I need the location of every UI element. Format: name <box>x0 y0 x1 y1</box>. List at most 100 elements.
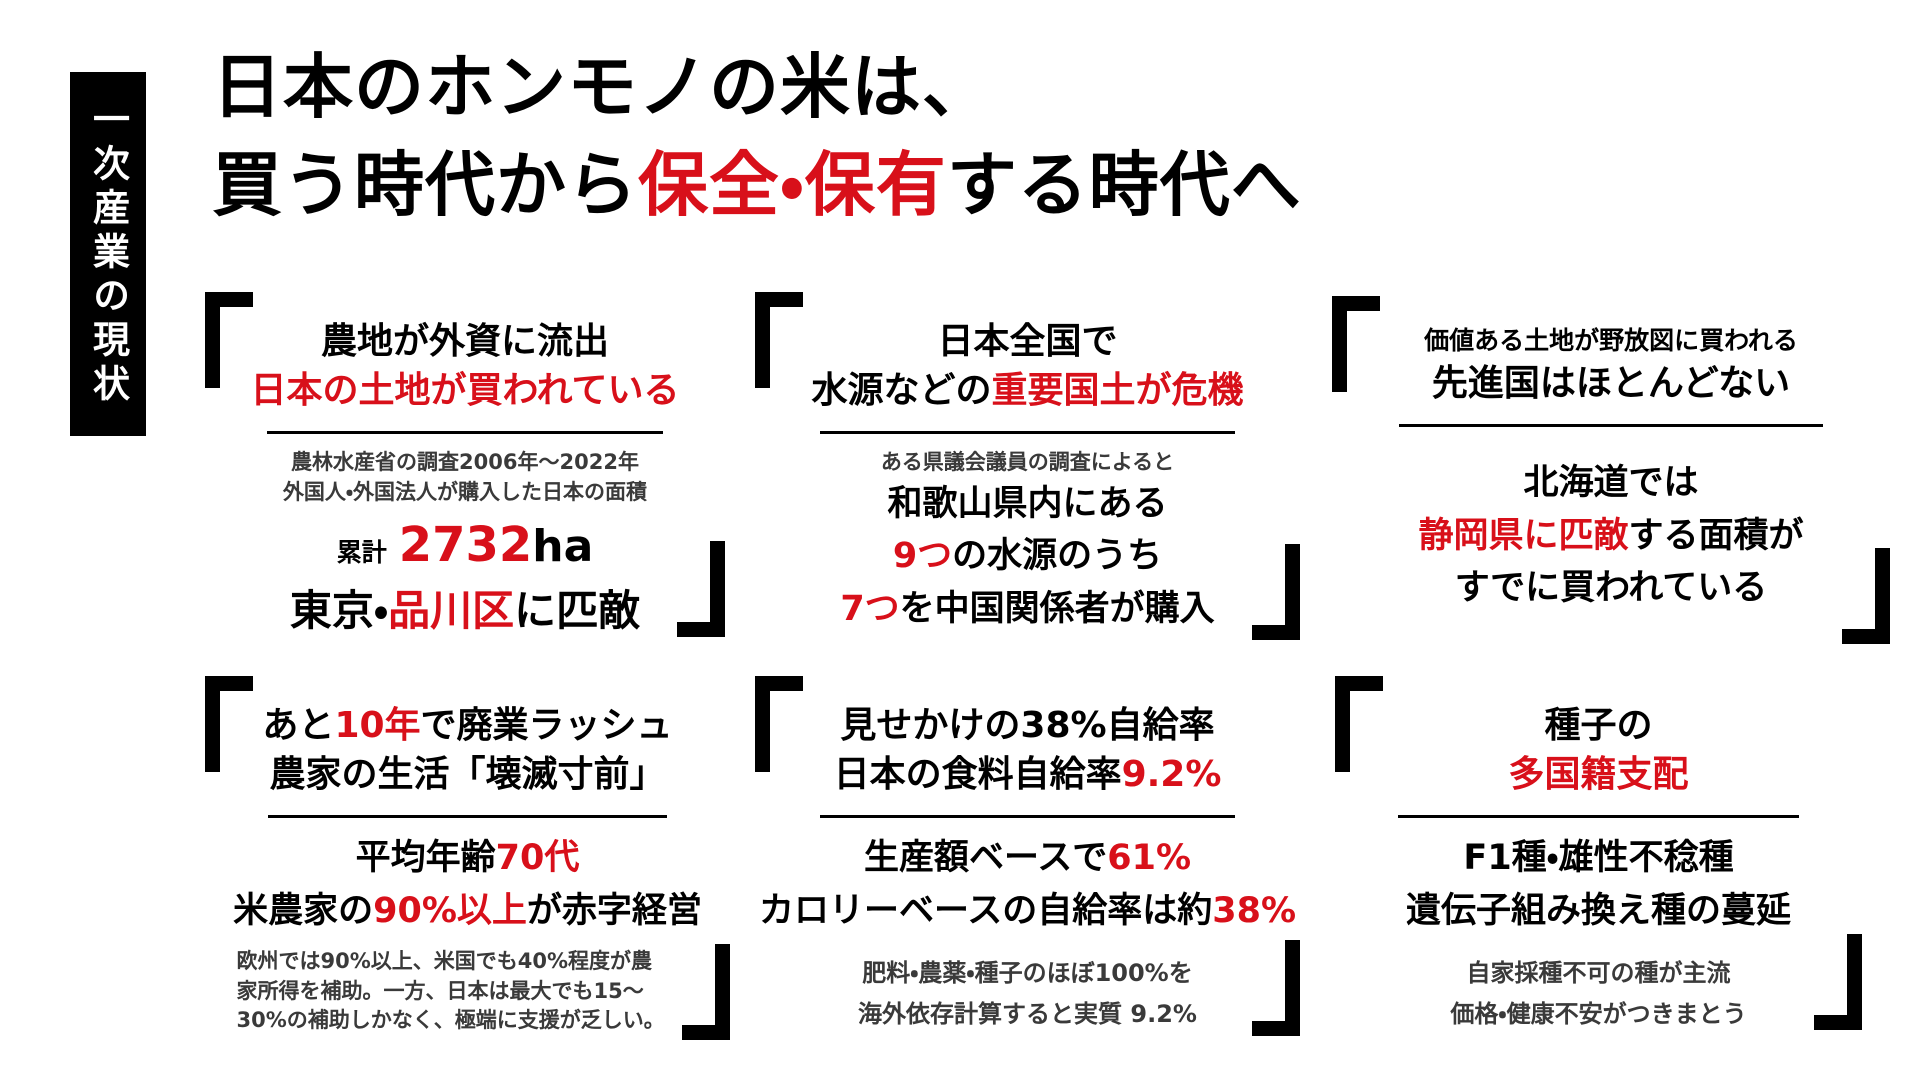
card-heading-line2: 農家の生活「壊滅寸前」 <box>269 753 666 795</box>
body-line2: 遺伝子組み換え種の蔓延 <box>1405 890 1791 931</box>
bracket-bottom-right-icon <box>1814 934 1862 1030</box>
body-line3: 7つを中国関係者が購入 <box>755 583 1300 636</box>
card-heading-line2: 水源などの重要国土が危機 <box>755 367 1300 416</box>
body-line3: すでに買われている <box>1454 568 1768 609</box>
body-line1: 北海道では <box>1523 463 1699 504</box>
card-heading-line1: 見せかけの38%自給率 <box>840 705 1215 746</box>
body-line2-highlight: 38% <box>1212 890 1297 931</box>
divider-line <box>268 815 667 819</box>
body-line2: 静岡県に匹敵する面積が <box>1332 510 1890 563</box>
card-heading-line1: 農地が外資に流出 <box>320 321 609 362</box>
body-line1: F1種・雄性不稔種 <box>1463 838 1734 879</box>
body-line2-highlight: 9つ <box>892 536 953 577</box>
body-line1-highlight: 70代 <box>495 838 580 879</box>
card-heading-line1: 価値ある土地が野放図に買われる <box>1424 326 1798 355</box>
card-content: 種子の 多国籍支配 F1種・雄性不稔種 遺伝子組み換え種の蔓延 自家採種不可の種… <box>1335 676 1862 1035</box>
bracket-top-left-icon <box>755 676 803 772</box>
body-line1-highlight: 61% <box>1107 838 1192 879</box>
card-heading-line2: 日本の土地が買われている <box>250 369 680 411</box>
section-tab-label: 一次産業の現状 <box>86 100 130 408</box>
source-note: ある県議会議員の調査によると <box>880 450 1175 475</box>
footnote: 欧州では90%以上、米国でも40%程度が農 家所得を補助。一方、日本は最大でも1… <box>237 947 699 1035</box>
card-self-sufficiency: 見せかけの38%自給率 日本の食料自給率9.2% 生産額ベースで61% カロリー… <box>755 676 1300 1036</box>
footnote: 肥料・農薬・種子のほぼ100%を 海外依存計算すると実質 9.2% <box>755 953 1300 1035</box>
card-heading-line2: 日本の食料自給率9.2% <box>755 751 1300 800</box>
comparison-highlight: 品川区 <box>388 585 515 635</box>
section-tab: 一次産業の現状 <box>70 72 146 436</box>
card-heading-line2: 先進国はほとんどない <box>1431 362 1791 404</box>
comparison-post: に匹敵 <box>514 585 641 635</box>
card-water-sources: 日本全国で 水源などの重要国土が危機 ある県議会議員の調査によると 和歌山県内に… <box>755 292 1300 640</box>
card-heading-line1: あと10年で廃業ラッシュ <box>205 702 730 751</box>
bracket-bottom-right-icon <box>682 944 730 1040</box>
divider-line <box>820 431 1235 435</box>
card-content: あと10年で廃業ラッシュ 農家の生活「壊滅寸前」 平均年齢70代 米農家の90%… <box>205 676 730 1035</box>
card-heading-line1: 日本全国で <box>937 321 1118 362</box>
footnote-line1: 自家採種不可の種が主流 <box>1466 959 1731 988</box>
heading1-post: で廃業ラッシュ <box>420 705 673 746</box>
body-line1: 生産額ベースで61% <box>755 832 1300 885</box>
footnote-line1: 肥料・農薬・種子のほぼ100%を <box>862 959 1193 988</box>
bracket-bottom-right-icon <box>677 541 725 637</box>
comparison-line: 東京・品川区に匹敵 <box>205 577 725 638</box>
stat-unit: ha <box>532 520 594 572</box>
body-line3-highlight: 7つ <box>840 588 900 629</box>
body-line2-post: の水源のうち <box>952 536 1163 577</box>
body-line2-post: する面積が <box>1628 515 1804 556</box>
card-developed-countries: 価値ある土地が野放図に買われる 先進国はほとんどない 北海道では 静岡県に匹敵す… <box>1332 296 1890 644</box>
card-heading-line2: 多国籍支配 <box>1508 753 1689 795</box>
divider-line <box>1398 815 1799 819</box>
heading2-pre: 水源などの <box>811 369 992 411</box>
footnote-line2: 家所得を補助。一方、日本は最大でも15〜 <box>236 978 644 1003</box>
footnote-line3: 30%の補助しかなく、極端に支援が乏しい。 <box>236 1007 665 1032</box>
card-heading-line1: 種子の <box>1544 705 1653 746</box>
card-farmers-crisis: あと10年で廃業ラッシュ 農家の生活「壊滅寸前」 平均年齢70代 米農家の90%… <box>205 676 730 1040</box>
page-title: 日本のホンモノの米は、 買う時代から保全・保有する時代へ <box>212 38 1302 234</box>
bracket-bottom-right-icon <box>1252 940 1300 1036</box>
heading1-highlight: 10年 <box>334 705 421 746</box>
stat-line: 累計 2732ha <box>205 517 725 573</box>
footnote-line2: 価格・健康不安がつきまとう <box>1450 999 1747 1028</box>
footnote-line2: 海外依存計算すると実質 9.2% <box>858 999 1197 1028</box>
source-note-line2: 外国人・外国法人が購入した日本の面積 <box>282 479 648 504</box>
source-note-line1: 農林水産省の調査2006年〜2022年 <box>291 450 639 475</box>
source-note: 農林水産省の調査2006年〜2022年 外国人・外国法人が購入した日本の面積 <box>205 448 725 507</box>
body-line2-highlight: 90%以上 <box>373 890 527 931</box>
title-line2-pre: 買う時代から <box>212 144 638 226</box>
body-line2-pre: 米農家の <box>233 890 374 931</box>
heading2-highlight: 9.2% <box>1121 753 1222 795</box>
body-line1: 和歌山県内にある <box>887 483 1168 524</box>
card-content: 日本全国で 水源などの重要国土が危機 ある県議会議員の調査によると 和歌山県内に… <box>755 292 1300 635</box>
body-line3-post: を中国関係者が購入 <box>899 588 1215 629</box>
divider-line <box>1398 424 1824 428</box>
stat-label: 累計 <box>336 537 387 567</box>
body-line2: 米農家の90%以上が赤字経営 <box>205 885 730 938</box>
body-line1-pre: 平均年齢 <box>355 838 496 879</box>
heading1-pre: あと <box>262 705 335 746</box>
bracket-top-left-icon <box>205 292 253 388</box>
body-line2-highlight: 静岡県に匹敵 <box>1418 515 1629 556</box>
bracket-top-left-icon <box>1335 676 1383 772</box>
stat-value: 2732 <box>398 516 533 573</box>
bracket-top-left-icon <box>755 292 803 388</box>
body-line1: 平均年齢70代 <box>205 832 730 885</box>
body-line2: カロリーベースの自給率は約38% <box>755 885 1300 938</box>
title-line2-highlight: 保全・保有 <box>638 144 947 226</box>
heading2-highlight: 重要国土が危機 <box>991 369 1244 411</box>
bracket-bottom-right-icon <box>1252 544 1300 640</box>
card-seed-control: 種子の 多国籍支配 F1種・雄性不稔種 遺伝子組み換え種の蔓延 自家採種不可の種… <box>1335 676 1862 1030</box>
divider-line <box>820 815 1235 819</box>
card-farmland-outflow: 農地が外資に流出 日本の土地が買われている 農林水産省の調査2006年〜2022… <box>205 292 725 637</box>
card-content: 見せかけの38%自給率 日本の食料自給率9.2% 生産額ベースで61% カロリー… <box>755 676 1300 1035</box>
title-line-1: 日本のホンモノの米は、 <box>212 46 993 128</box>
bracket-top-left-icon <box>1332 296 1380 392</box>
body-line2: 9つの水源のうち <box>755 530 1300 583</box>
footnote-line1: 欧州では90%以上、米国でも40%程度が農 <box>236 949 653 974</box>
title-line-2: 買う時代から保全・保有する時代へ <box>212 144 1302 226</box>
body-line1-pre: 生産額ベースで <box>863 838 1108 879</box>
body-line2-post: が赤字経営 <box>526 890 702 931</box>
card-content: 農地が外資に流出 日本の土地が買われている 農林水産省の調査2006年〜2022… <box>205 292 725 638</box>
comparison-pre: 東京・ <box>289 585 389 635</box>
card-content: 価値ある土地が野放図に買われる 先進国はほとんどない 北海道では 静岡県に匹敵す… <box>1332 296 1890 615</box>
